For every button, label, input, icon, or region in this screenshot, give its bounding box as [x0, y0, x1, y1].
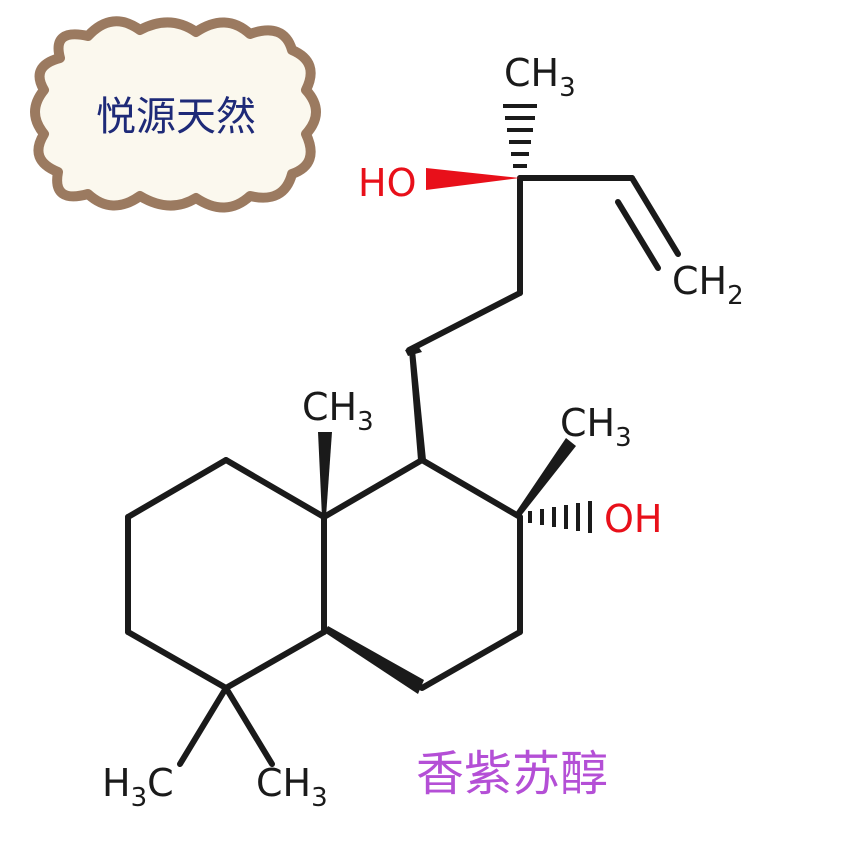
- brand-badge: 悦源天然: [30, 16, 321, 213]
- wedge-bond: [516, 438, 576, 517]
- brand-frame: [30, 16, 321, 213]
- label-ch3-top: CH3: [504, 51, 576, 103]
- bond: [406, 290, 523, 353]
- bond: [419, 629, 523, 691]
- compound-name: 香紫苏醇: [416, 746, 608, 802]
- bond: [629, 175, 681, 257]
- hash-bond: [528, 501, 592, 533]
- bond: [223, 457, 327, 520]
- bond: [125, 629, 229, 691]
- bond: [125, 457, 229, 520]
- brand-name: 悦源天然: [96, 94, 256, 140]
- label-ho-top: HO: [358, 161, 416, 205]
- bond: [321, 457, 425, 520]
- stereo-bonds: [318, 104, 592, 694]
- wedge-bond: [324, 626, 424, 694]
- bond: [419, 457, 523, 520]
- wedge-bond: [405, 346, 422, 356]
- wedge-bond: [409, 350, 426, 460]
- label-ch3-junction: CH3: [302, 385, 374, 437]
- bond: [223, 629, 327, 691]
- wedge-bond: [318, 432, 332, 517]
- atom-labels: CH3 HO CH2 CH3 CH3 OH H3C CH3: [102, 51, 744, 813]
- label-ch3-bottom-right: CH3: [256, 761, 328, 813]
- hash-bond: [503, 104, 537, 168]
- label-oh-ring: OH: [604, 497, 662, 541]
- wedge-bond-oh: [426, 168, 520, 190]
- bond: [177, 685, 229, 767]
- label-ch2-vinyl: CH2: [672, 259, 744, 311]
- bond: [223, 685, 275, 767]
- label-ch3-ring-right: CH3: [560, 401, 632, 453]
- molecule-skeleton: [125, 175, 681, 767]
- label-h3c-bottom-left: H3C: [102, 761, 174, 813]
- bond: [615, 199, 661, 271]
